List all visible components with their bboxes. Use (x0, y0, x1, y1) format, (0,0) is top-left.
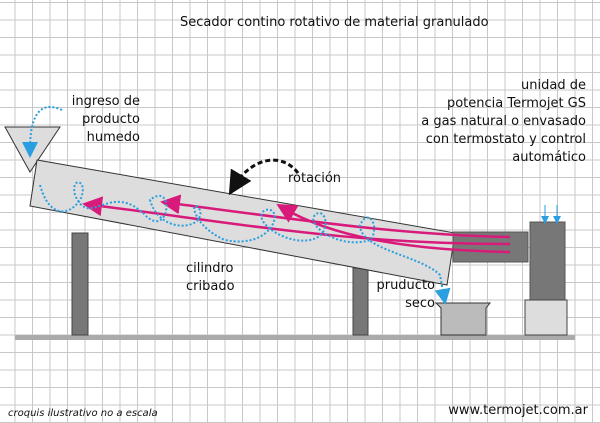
left-support-leg (71, 232, 89, 336)
dry-product-bin (434, 302, 492, 336)
label-line: producto (82, 112, 140, 127)
label-unidad: unidad de potencia Termojet GS a gas natur… (421, 77, 586, 167)
gas-inlet-arrows (541, 205, 561, 224)
ground-bar (15, 335, 575, 340)
label-line: humedo (86, 130, 140, 145)
label-line: cilindro (186, 261, 234, 276)
label-ingreso: ingreso de producto humedo (60, 93, 140, 147)
label-cilindro: cilindro cribado (186, 260, 235, 296)
rotating-cylinder (29, 159, 456, 286)
product-flow-path (39, 181, 451, 305)
rotation-arrow (228, 158, 300, 196)
product-inlet-arrow (22, 105, 63, 158)
label-producto-seco: pruducto seco (360, 277, 435, 313)
label-line: ingreso de (71, 94, 140, 109)
diagram-title: Secador contino rotativo de material gra… (180, 15, 489, 30)
label-line: cribado (186, 279, 235, 294)
label-line: con termostato y control (425, 132, 586, 147)
hot-air-arrows (82, 194, 511, 254)
label-line: automático (512, 150, 586, 165)
label-line: a gas natural o envasado (421, 114, 586, 129)
heater-unit (452, 221, 566, 301)
label-rotacion: rotación (288, 171, 342, 186)
label-line: seco (405, 296, 435, 311)
label-line: unidad de (521, 78, 586, 93)
label-line: potencia Termojet GS (446, 96, 586, 111)
heater-base (524, 299, 568, 336)
website-link[interactable]: www.termojet.com.ar (448, 403, 588, 418)
scale-note: croquis ilustrativo no a escala (8, 408, 158, 419)
label-line: pruducto (376, 278, 435, 293)
